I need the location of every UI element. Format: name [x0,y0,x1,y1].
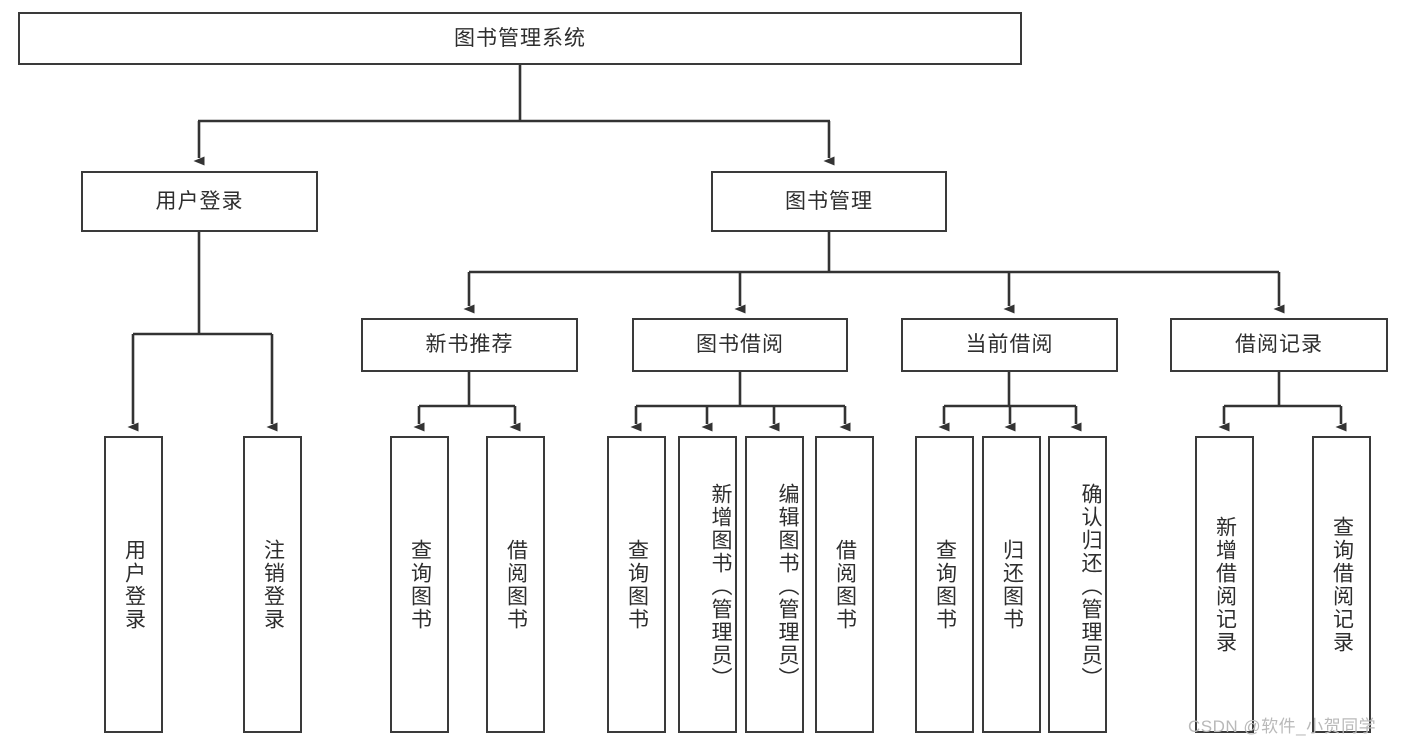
leaf-user-login-logout[interactable]: 注销登录 [243,436,302,733]
leaf-current-query-book[interactable]: 查询图书 [915,436,974,733]
leaf-new-book-query[interactable]: 查询图书 [390,436,449,733]
node-current-borrow-label: 当前借阅 [965,333,1054,357]
leaf-records-add-record-label: 新增借阅记录 [1213,515,1237,654]
leaf-borrow-lend-book-label: 借阅图书 [833,538,857,631]
leaf-borrow-query-book-label: 查询图书 [625,538,649,631]
node-borrow-records[interactable]: 借阅记录 [1170,318,1388,372]
leaf-records-add-record[interactable]: 新增借阅记录 [1195,436,1254,733]
leaf-user-login-do-login-label: 用户登录 [122,538,146,631]
leaf-new-book-borrow[interactable]: 借阅图书 [486,436,545,733]
leaf-borrow-edit-book-admin[interactable]: 编辑图书（管理员） [745,436,804,733]
node-book-management-label: 图书管理 [785,189,873,213]
node-root-system-label: 图书管理系统 [454,26,586,50]
node-borrow-records-label: 借阅记录 [1235,333,1323,357]
node-user-login[interactable]: 用户登录 [81,171,318,232]
leaf-records-query-record-label: 查询借阅记录 [1330,515,1354,654]
leaf-new-book-query-label: 查询图书 [408,538,432,631]
node-new-book-recommend[interactable]: 新书推荐 [361,318,578,372]
leaf-borrow-edit-book-admin-label: 编辑图书（管理员） [776,483,799,690]
leaf-new-book-borrow-label: 借阅图书 [504,538,528,631]
node-root-system[interactable]: 图书管理系统 [18,12,1022,65]
leaf-borrow-query-book[interactable]: 查询图书 [607,436,666,733]
leaf-user-login-do-login[interactable]: 用户登录 [104,436,163,733]
leaf-current-return-book[interactable]: 归还图书 [982,436,1041,733]
node-book-borrow[interactable]: 图书借阅 [632,318,848,372]
leaf-current-confirm-return-admin-label: 确认归还（管理员） [1079,483,1102,690]
leaf-borrow-add-book-admin-label: 新增图书（管理员） [709,483,732,690]
node-current-borrow[interactable]: 当前借阅 [901,318,1118,372]
leaf-user-login-logout-label: 注销登录 [261,538,285,631]
node-user-login-label: 用户登录 [155,189,244,213]
leaf-records-query-record[interactable]: 查询借阅记录 [1312,436,1371,733]
leaf-borrow-add-book-admin[interactable]: 新增图书（管理员） [678,436,737,733]
node-book-management[interactable]: 图书管理 [711,171,947,232]
csdn-watermark: CSDN @软件_小贺同学 [1188,717,1377,736]
node-book-borrow-label: 图书借阅 [696,333,784,357]
leaf-current-confirm-return-admin[interactable]: 确认归还（管理员） [1048,436,1107,733]
leaf-current-return-book-label: 归还图书 [1000,538,1024,631]
node-new-book-recommend-label: 新书推荐 [425,333,514,357]
leaf-current-query-book-label: 查询图书 [933,538,957,631]
leaf-borrow-lend-book[interactable]: 借阅图书 [815,436,874,733]
